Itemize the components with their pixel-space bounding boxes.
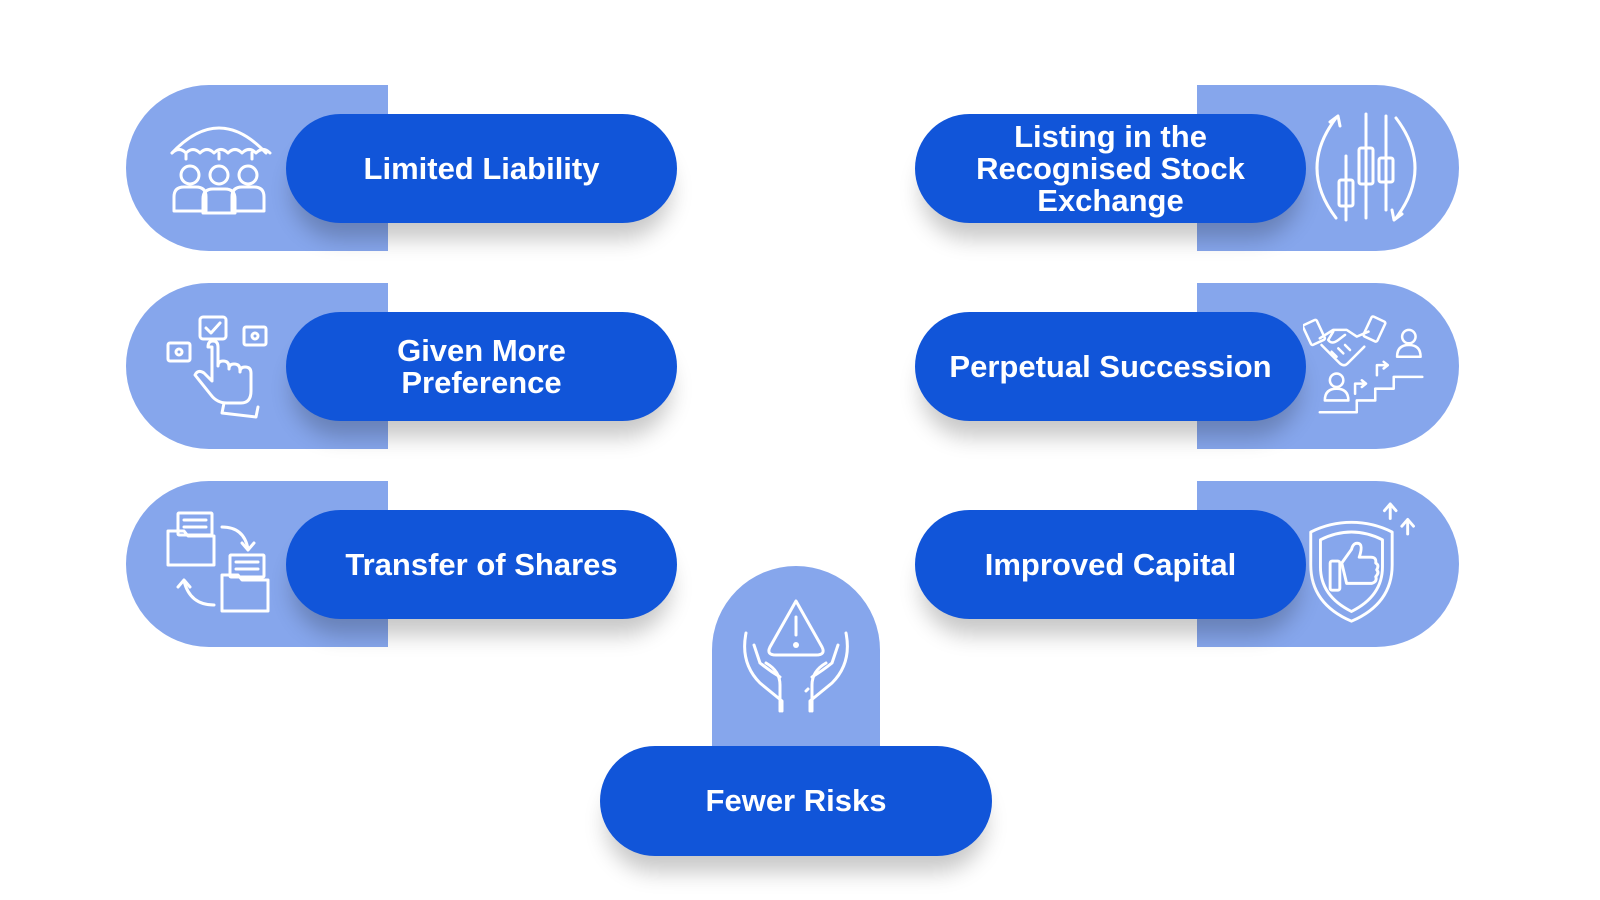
folder-transfer-icon	[156, 501, 282, 627]
candlestick-chart-icon	[1303, 105, 1429, 231]
feature-label: Improved Capital	[915, 510, 1306, 619]
feature-card-limited-liability: Limited Liability	[126, 85, 677, 251]
feature-label: Perpetual Succession	[915, 312, 1306, 421]
feature-label: Given More Preference	[286, 312, 677, 421]
handshake-succession-icon	[1303, 303, 1429, 429]
shield-thumbs-up-icon	[1303, 501, 1429, 627]
feature-label: Limited Liability	[286, 114, 677, 223]
feature-label-fewer-risks: Fewer Risks	[600, 746, 992, 856]
feature-card-perpetual-succession: Perpetual Succession	[915, 283, 1459, 449]
feature-card-given-more-preference: Given More Preference	[126, 283, 677, 449]
feature-card-transfer-of-shares: Transfer of Shares	[126, 481, 677, 647]
feature-card-stock-exchange-listing: Listing in the Recognised Stock Exchange	[915, 85, 1459, 251]
hands-warning-icon	[731, 588, 861, 718]
feature-label: Transfer of Shares	[286, 510, 677, 619]
umbrella-people-icon	[156, 105, 282, 231]
hand-select-icon	[156, 303, 282, 429]
feature-label: Listing in the Recognised Stock Exchange	[915, 114, 1306, 223]
feature-card-improved-capital: Improved Capital	[915, 481, 1459, 647]
center-card-background	[712, 566, 880, 766]
